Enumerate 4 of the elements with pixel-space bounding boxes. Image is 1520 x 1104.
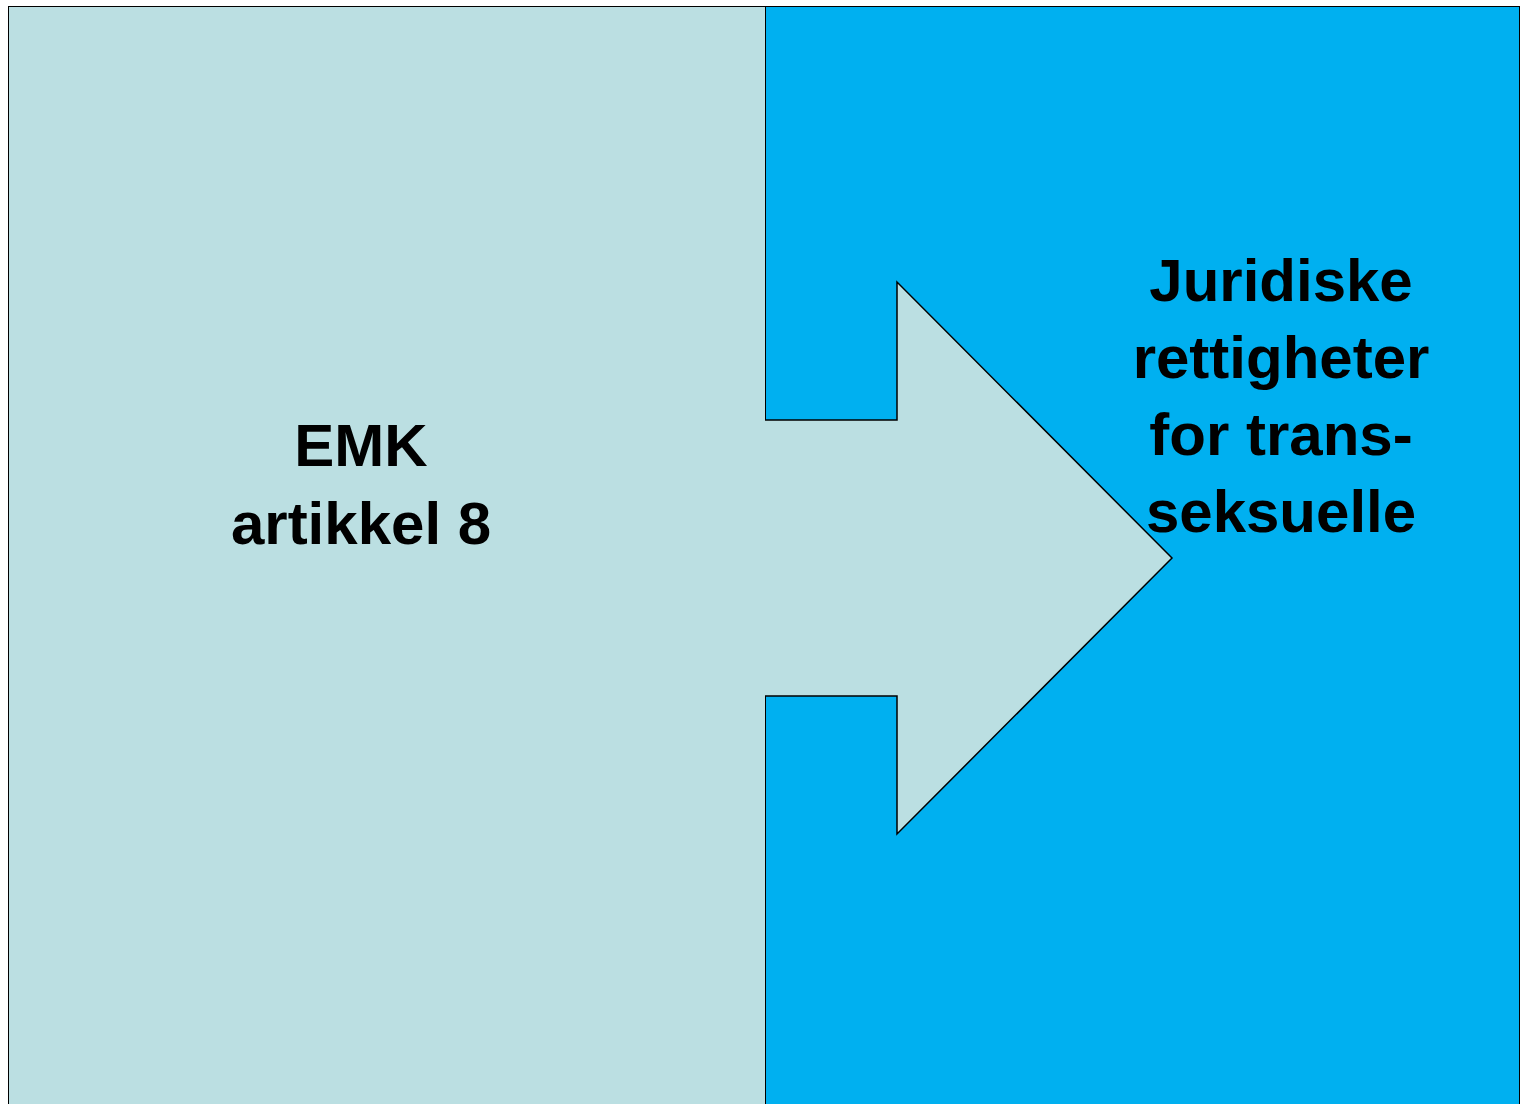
panel	[8, 6, 766, 1104]
block-arrow	[764, 280, 1174, 836]
panel-title: EMK artikkel 8	[229, 411, 493, 559]
panel-title: Juridiske rettigheter for trans- seksuelle	[1131, 246, 1431, 547]
